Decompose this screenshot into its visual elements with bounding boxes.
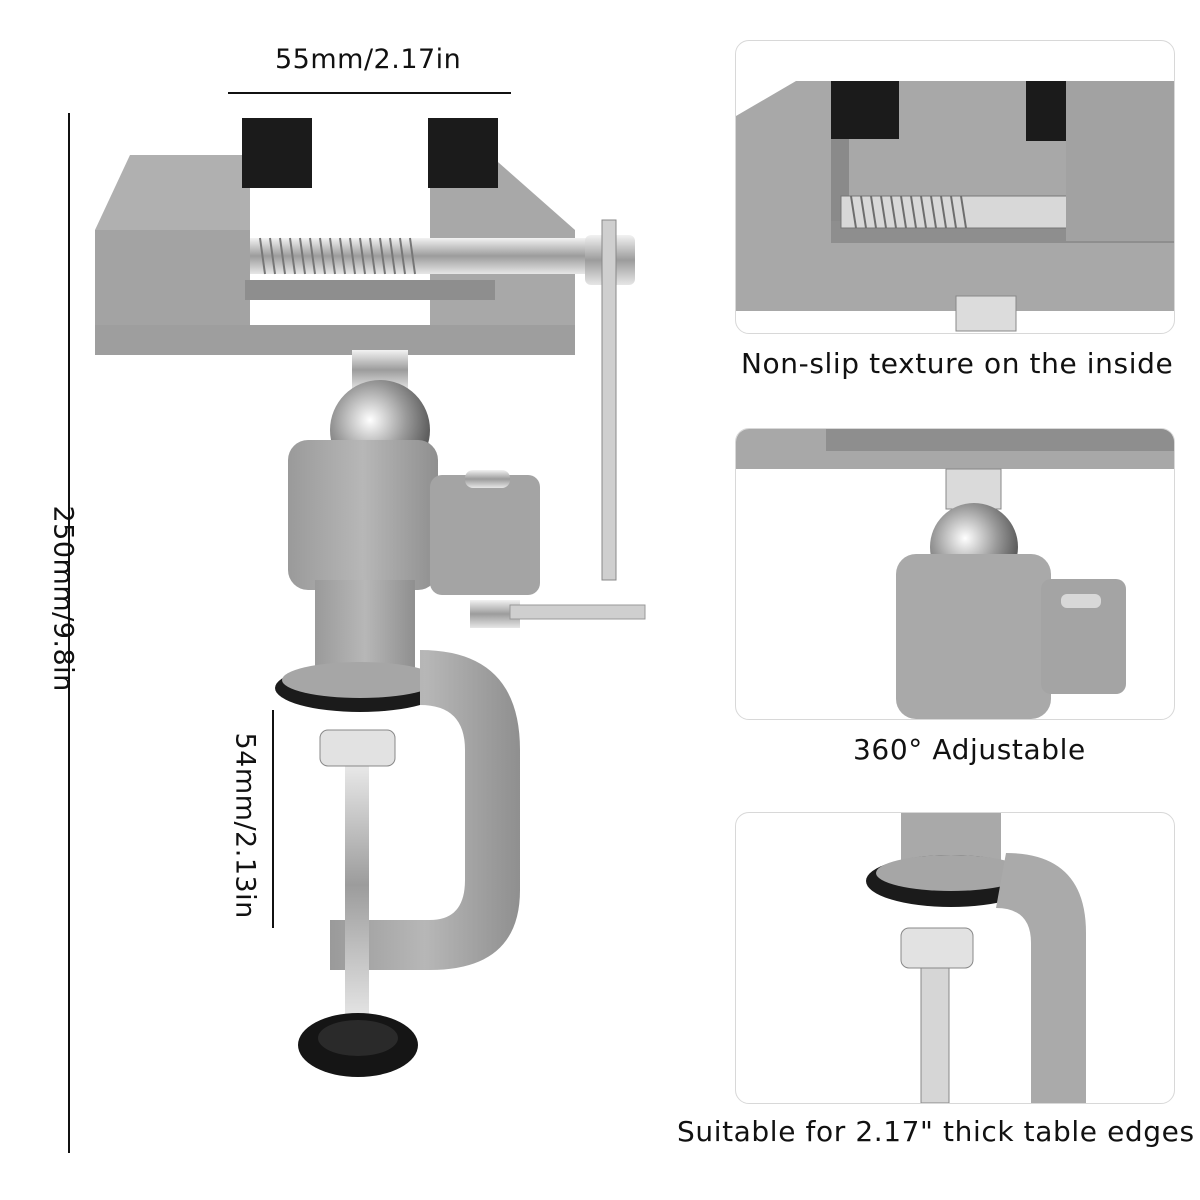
- detail-panel-clamp: [735, 812, 1175, 1104]
- detail-panel-ball-joint: [735, 428, 1175, 720]
- detail-panel-jaws: [735, 40, 1175, 334]
- clamp-closeup-image: [866, 813, 1086, 1103]
- caption-table-edges: Suitable for 2.17" thick table edges: [677, 1115, 1195, 1148]
- total-height-line: [68, 113, 70, 1153]
- jaw-width-line: [228, 92, 511, 94]
- total-height-label: 250mm/9.8in: [47, 505, 79, 692]
- main-vise-image: [90, 110, 670, 1160]
- jaw-width-label: 55mm/2.17in: [275, 44, 462, 75]
- clamp-opening-line: [272, 710, 274, 928]
- jaw-closeup-image: [736, 81, 1174, 332]
- caption-360: 360° Adjustable: [853, 733, 1086, 766]
- caption-non-slip: Non-slip texture on the inside: [741, 347, 1174, 380]
- ball-joint-closeup-image: [736, 429, 1174, 719]
- vise-illustration: [95, 118, 646, 1077]
